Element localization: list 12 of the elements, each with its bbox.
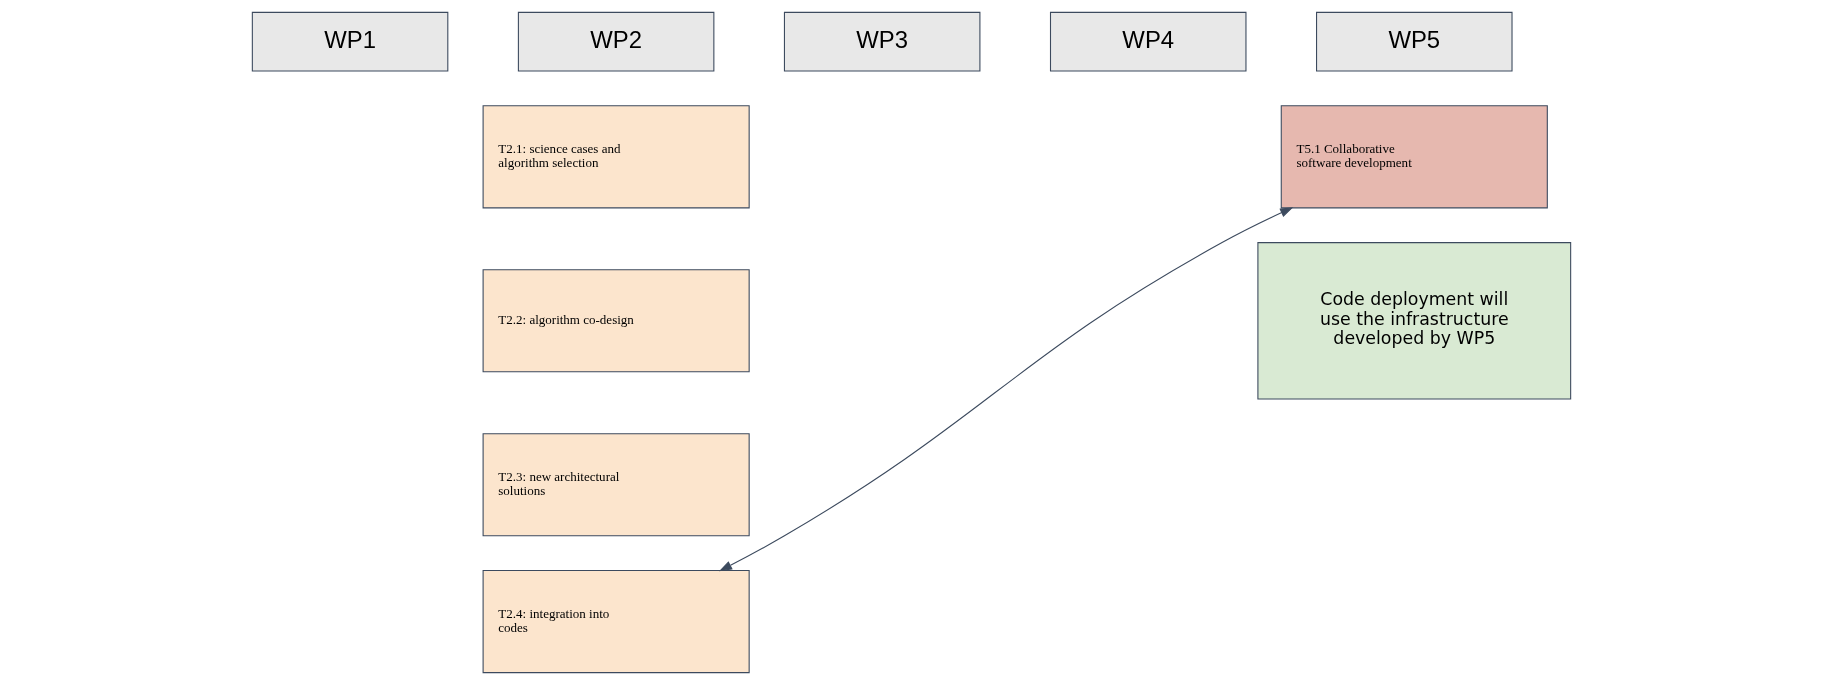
node-box: WP4 [1049, 11, 1246, 72]
node-box: T5.1 Collaborative software development [1280, 105, 1548, 209]
node-box: T2.3: new architectural solutions [482, 433, 750, 537]
node-box: WP2 [517, 11, 714, 72]
node-box: T2.2: algorithm co-design [482, 269, 750, 373]
arrow [718, 207, 1293, 572]
node-box: Code deployment will use the infrastructure developed by WP5 [1256, 242, 1571, 400]
node-box: T2.4: integration into codes [482, 570, 750, 674]
node-box: WP1 [251, 11, 448, 72]
node-box: WP5 [1315, 11, 1513, 72]
node-box: WP3 [783, 11, 980, 72]
node-box: T2.1: science cases and algorithm selection [482, 105, 750, 209]
